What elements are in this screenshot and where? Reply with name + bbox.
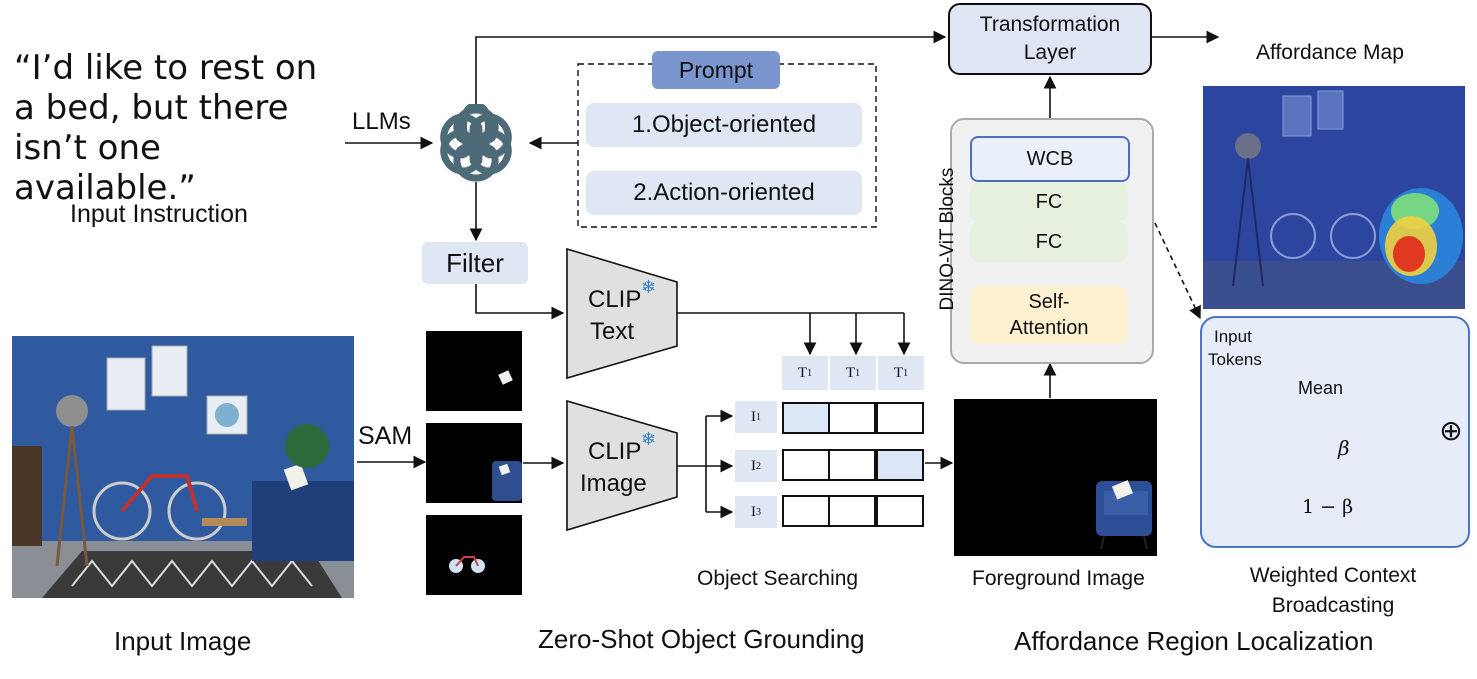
input-instruction-caption: Input Instruction	[70, 200, 248, 228]
transformation-line2: Layer	[1023, 41, 1077, 64]
one-minus-beta-label: 1 − β	[1302, 496, 1354, 518]
caption-input-image: Input Image	[114, 626, 252, 656]
matrix-cell	[828, 402, 876, 434]
sam-mask-2	[426, 423, 522, 503]
matrix-cell	[782, 449, 830, 481]
sam-mask-3	[426, 515, 522, 595]
foreground-image	[954, 399, 1157, 556]
weighted-context-broadcasting-panel	[1200, 316, 1470, 548]
object-searching-caption: Object Searching	[697, 567, 859, 590]
matrix-cell	[876, 402, 924, 434]
sam-mask-1	[426, 331, 522, 411]
self-attention-line2: Attention	[1009, 317, 1089, 339]
mean-label: Mean	[1298, 378, 1344, 398]
dino-vit-title: DINO-ViT Blocks	[937, 167, 958, 311]
matrix-cell	[782, 402, 830, 434]
clip-image-line2: Image	[580, 470, 647, 497]
fc-block-2: FC	[970, 222, 1128, 262]
prompt-title: Prompt	[652, 51, 780, 89]
prompt-item-action-oriented: 2.Action-oriented	[586, 171, 862, 215]
llms-label: LLMs	[352, 108, 411, 135]
prompt-dashed-region	[577, 63, 877, 228]
prompt-item-object-oriented: 1.Object-oriented	[586, 103, 862, 147]
wcb-caption-line1: Weighted Context	[1249, 564, 1417, 587]
matrix-cell	[828, 449, 876, 481]
transformation-line1: Transformation	[979, 13, 1121, 36]
matrix-cell	[828, 495, 876, 527]
clip-image-line1: CLIP	[588, 438, 642, 465]
sam-label: SAM	[358, 422, 413, 450]
wcb-caption-line2: Broadcasting	[1271, 594, 1395, 617]
affordance-map-image	[1203, 86, 1465, 309]
snowflake-icon: ❄	[641, 277, 657, 297]
filter-box: Filter	[422, 242, 528, 284]
clip-text-line1: CLIP	[588, 286, 642, 313]
clip-image-encoder-shape	[566, 399, 678, 532]
clip-text-encoder-shape	[566, 247, 678, 380]
caption-affordance-localization: Affordance Region Localization	[1014, 626, 1374, 656]
wcb-block: WCB	[970, 136, 1130, 182]
clip-text-line2: Text	[590, 318, 635, 345]
input-tokens-line2: Tokens	[1208, 350, 1262, 369]
transformation-layer: Transformation Layer	[948, 3, 1152, 75]
self-attention-block: Self- Attention	[970, 286, 1128, 344]
foreground-image-caption: Foreground Image	[972, 567, 1145, 590]
input-image	[12, 336, 354, 598]
snowflake-icon: ❄	[641, 429, 657, 449]
self-attention-line1: Self-	[1028, 291, 1070, 313]
affordance-map-caption: Affordance Map	[1256, 41, 1404, 64]
openai-logo-icon	[440, 104, 512, 182]
fc-block-1: FC	[970, 182, 1128, 222]
matrix-cell	[782, 495, 830, 527]
matrix-cell	[876, 495, 924, 527]
room-illustration	[12, 336, 354, 598]
input-tokens-line1: Input	[1214, 327, 1252, 346]
input-instruction-quote: “I’d like to rest on a bed, but there is…	[14, 48, 318, 208]
oplus-icon: ⊕	[1439, 415, 1463, 446]
beta-label: β	[1338, 436, 1350, 460]
arrow-filter-to-clip-text	[475, 284, 565, 320]
similarity-matrix	[782, 402, 926, 528]
matrix-cell	[876, 449, 924, 481]
caption-zero-shot-grounding: Zero-Shot Object Grounding	[538, 624, 865, 654]
arrow-llm-to-transformation	[475, 30, 947, 106]
